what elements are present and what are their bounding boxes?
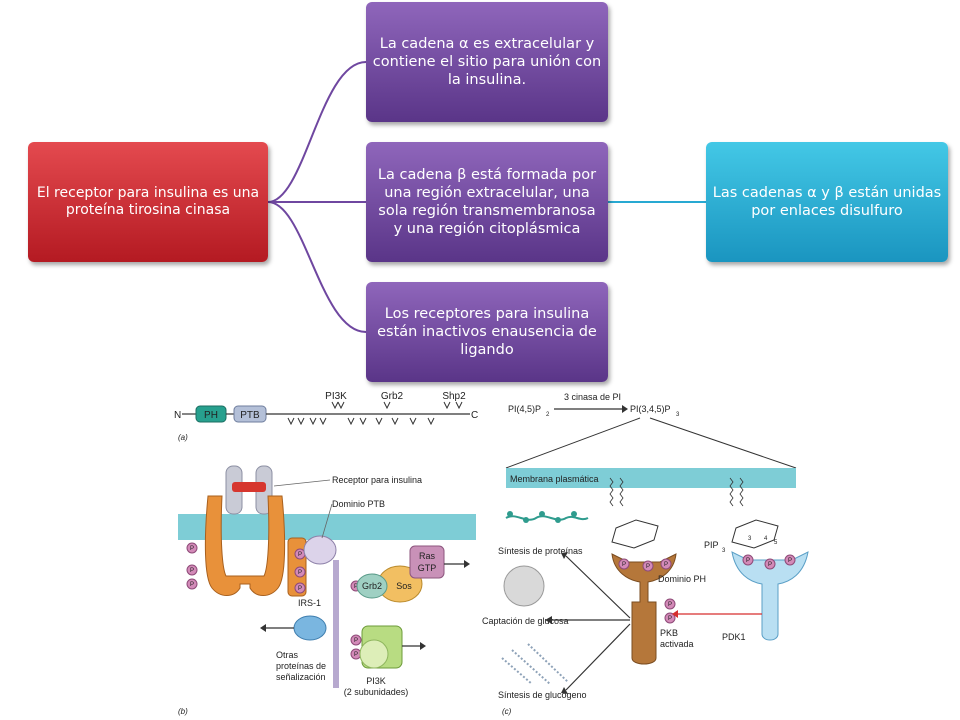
p-label: P — [298, 586, 302, 592]
leaf-node-disulfide: Las cadenas α y β están unidas por enlac… — [706, 142, 948, 262]
ras-gtp — [409, 545, 445, 579]
root-node-text: El receptor para insulina es una proteín… — [36, 184, 260, 219]
p-label: P — [746, 558, 750, 564]
pkb-protein — [611, 553, 677, 665]
c-terminus-label: C — [471, 410, 478, 421]
p-label: P — [354, 638, 358, 644]
p-label: P — [190, 568, 194, 574]
p-label: P — [354, 652, 358, 658]
pi3k-subunits-label: (2 subunidades) — [344, 687, 409, 697]
panel-c-label: (c) — [502, 707, 512, 716]
p-label: P — [298, 552, 302, 558]
glucose-uptake-glyph — [503, 565, 545, 607]
other-proteins-label-3: señalización — [276, 672, 326, 682]
receptor-label: Receptor para insulina — [332, 475, 422, 485]
branch-node-beta-text: La cadena β está formada por una región … — [377, 166, 597, 238]
n-terminus-label: N — [174, 410, 181, 421]
pip3-label: PI(3,4,5)P — [630, 404, 671, 414]
branch-node-alpha: La cadena α es extracelular y contiene e… — [366, 2, 608, 122]
protein-synthesis-glyph — [505, 515, 589, 521]
irs-1-label: IRS-1 — [298, 598, 321, 608]
pkb-activated-label: activada — [660, 639, 694, 649]
ring-number-3: 3 — [748, 536, 752, 542]
ras-label: Ras — [419, 551, 436, 561]
glycogen-glyph — [501, 643, 569, 685]
gtp-label: GTP — [418, 563, 437, 573]
grb2-protein — [356, 573, 388, 599]
other-signaling-protein — [293, 615, 327, 641]
ptb-domain-label: PTB — [240, 410, 260, 421]
insulin-signaling-figure: N PH PTB PI3K Grb2 Shp2 C (a) P P — [174, 391, 809, 716]
ptb-callout-label: Dominio PTB — [332, 499, 385, 509]
site-pi3k-label: PI3K — [325, 391, 347, 402]
ptb-domain-blob — [303, 535, 337, 565]
root-node: El receptor para insulina es una proteín… — [28, 142, 268, 262]
membrane-label: Membrana plasmática — [510, 474, 599, 484]
p-label: P — [190, 546, 194, 552]
panel-b-label: (b) — [178, 707, 188, 716]
pip3-subscript: 3 — [676, 412, 680, 418]
leaf-node-disulfide-text: Las cadenas α y β están unidas por enlac… — [712, 184, 942, 219]
site-grb2-label: Grb2 — [381, 391, 404, 402]
sos-label: Sos — [396, 581, 412, 591]
p-label: P — [788, 558, 792, 564]
branch-node-inactive: Los receptores para insulina están inact… — [366, 282, 608, 382]
ring-number-4: 4 — [764, 536, 768, 542]
branch-node-inactive-text: Los receptores para insulina están inact… — [377, 305, 597, 359]
protein-synthesis-label: Síntesis de proteínas — [498, 546, 583, 556]
pip2-subscript: 2 — [546, 412, 550, 418]
branch-node-alpha-text: La cadena α es extracelular y contiene e… — [372, 35, 602, 89]
ring-number-5: 5 — [774, 540, 778, 546]
p-label: P — [354, 584, 358, 590]
insulin-molecule — [232, 482, 266, 492]
panel-a-label: (a) — [178, 433, 188, 442]
pip3-inner-subscript: 3 — [722, 548, 726, 554]
connector-lines — [267, 61, 706, 333]
pi3k-label: PI3K — [366, 676, 386, 686]
membrane-b — [178, 514, 476, 540]
ph-domain-callout: Dominio PH — [658, 574, 706, 584]
p-label: P — [646, 564, 650, 570]
panel-b: P P P P P P P P P IRS-1 Grb2 Sos Ras GTP… — [178, 465, 476, 716]
pdk1-protein — [731, 551, 809, 641]
p-label: P — [664, 562, 668, 568]
pkb-label: PKB — [660, 628, 678, 638]
panel-a: N PH PTB PI3K Grb2 Shp2 C (a) — [174, 391, 478, 442]
other-proteins-label-2: proteínas de — [276, 661, 326, 671]
pdk1-label: PDK1 — [722, 632, 746, 642]
panel-c: PI(4,5)P 2 3 cinasa de PI PI(3,4,5)P 3 M… — [482, 392, 809, 716]
site-shp2-label: Shp2 — [442, 391, 466, 402]
plasma-membrane-c — [506, 468, 796, 488]
pip3-inner-label: PIP — [704, 540, 719, 550]
p-label: P — [298, 570, 302, 576]
p-label: P — [768, 562, 772, 568]
glucose-uptake-label: Captación de glucosa — [482, 616, 569, 626]
branch-node-beta: La cadena β está formada por una región … — [366, 142, 608, 262]
p-label: P — [668, 602, 672, 608]
p-label: P — [622, 562, 626, 568]
pip2-label: PI(4,5)P — [508, 404, 541, 414]
other-proteins-label-1: Otras — [276, 650, 299, 660]
p-label: P — [190, 582, 194, 588]
glycogen-synthesis-label: Síntesis de glucógeno — [498, 690, 587, 700]
pi3-kinase-label: 3 cinasa de PI — [564, 392, 621, 402]
insulin-receptor — [204, 495, 286, 596]
p-label: P — [668, 616, 672, 622]
ph-domain-label: PH — [204, 410, 218, 421]
grb2-label: Grb2 — [362, 581, 382, 591]
